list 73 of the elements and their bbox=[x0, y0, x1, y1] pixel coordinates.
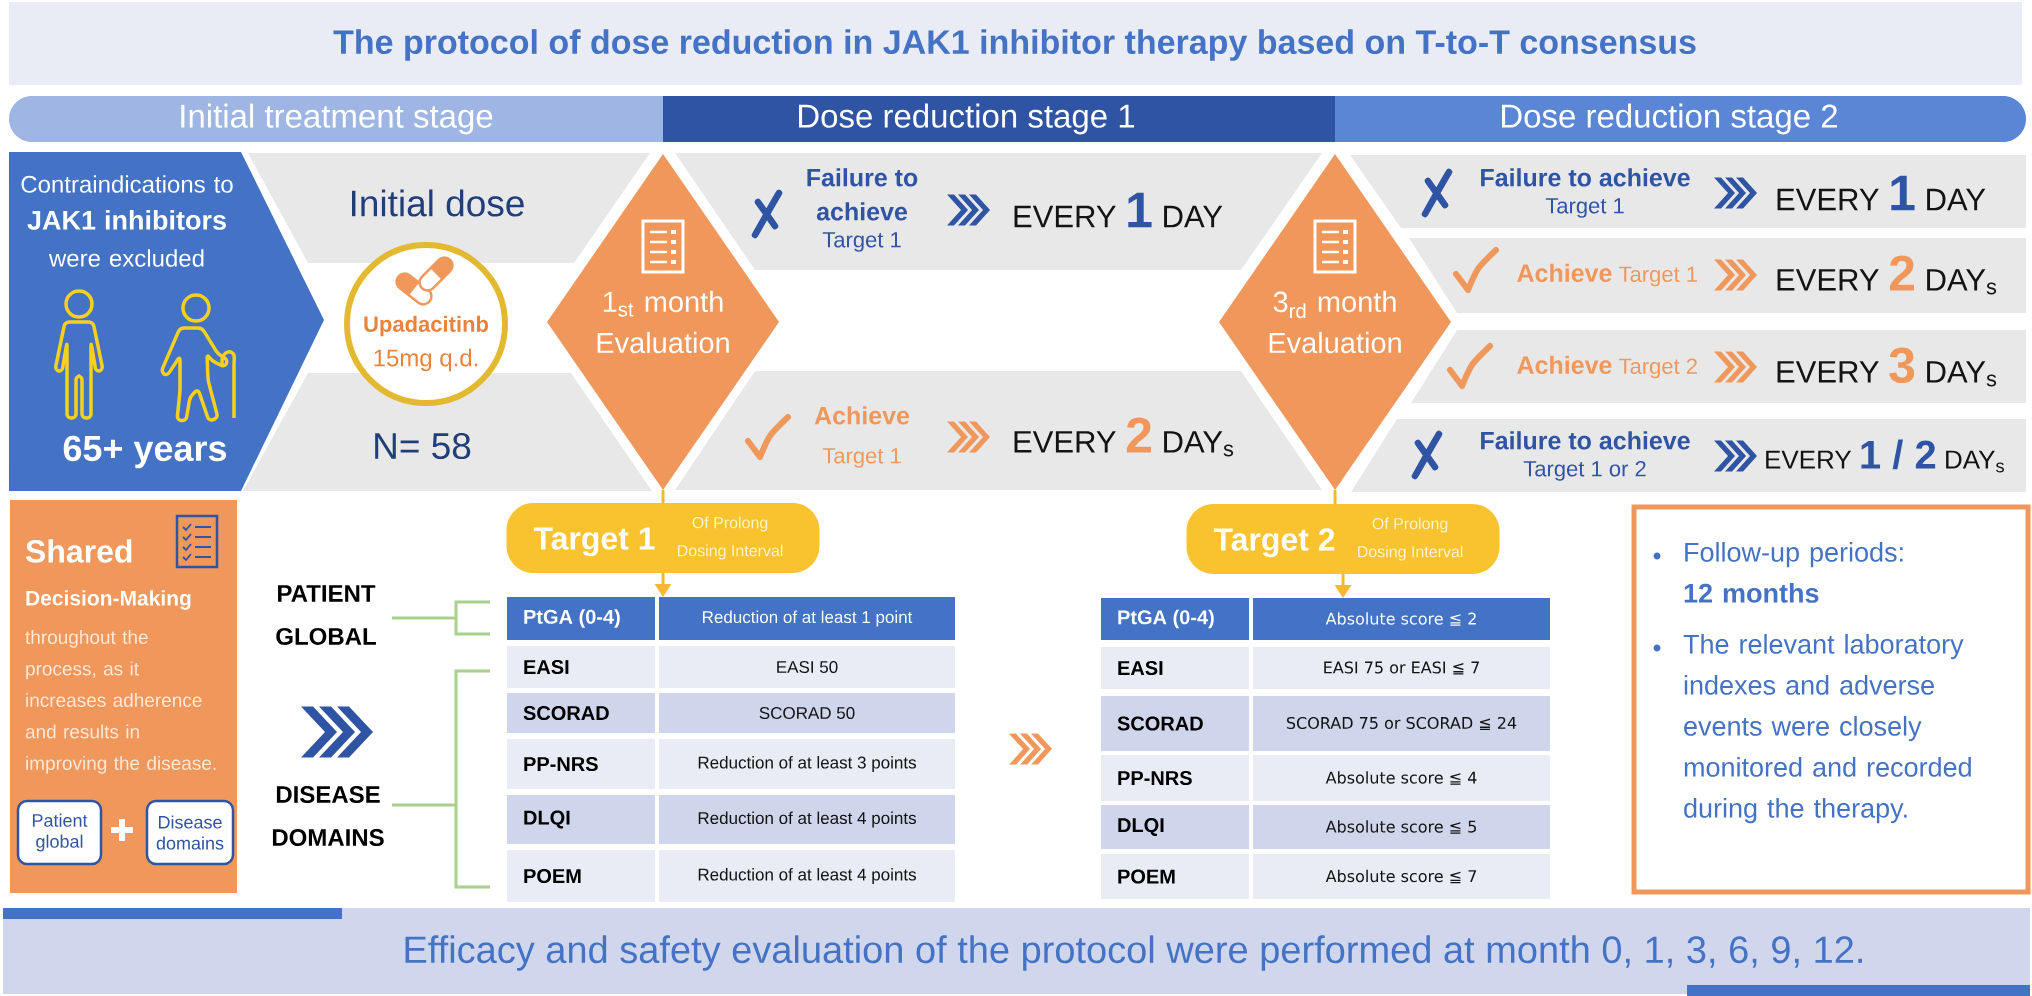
stage-bar: Dose reduction stage 2 bbox=[1335, 96, 2026, 142]
table-cell: SCORAD 75 or SCORAD ≦ 24 bbox=[1253, 696, 1550, 751]
condition-text: Achieve Target 1 bbox=[1517, 263, 1697, 287]
table-cell: EASI 50 bbox=[659, 646, 955, 688]
footer-band: Efficacy and safety evaluation of the protocol were performed at month 0, 1, 3, 6, 9, 12. bbox=[3, 908, 2030, 994]
table-cell: Reduction of at least 4 points bbox=[659, 795, 955, 844]
panel-subheading: Decision-Making bbox=[26, 590, 191, 610]
condition-text: Achieve Target 1 bbox=[814, 406, 910, 468]
table-cell: Reduction of at least 4 points bbox=[659, 850, 955, 902]
side-label: DISEASE DOMAINS bbox=[272, 786, 384, 846]
dose-label: 15mg q.d. bbox=[374, 348, 478, 372]
target-pill: Target 1 Of Prolong Dosing Interval bbox=[506, 503, 820, 573]
table-cell: SCORAD bbox=[507, 693, 655, 733]
band bbox=[1409, 238, 2026, 313]
table-header-cell: PtGA (0-4) bbox=[1101, 598, 1249, 640]
condition-text: Failure to achieve Target 1 bbox=[807, 168, 918, 252]
band bbox=[1350, 155, 2026, 228]
band bbox=[675, 371, 1322, 490]
panel-text: throughout the process, as it increases adherence and results in improving the disease. bbox=[25, 630, 216, 774]
table-cell: SCORAD bbox=[1101, 696, 1249, 751]
band bbox=[675, 153, 1322, 270]
title-band: The protocol of dose reduction in JAK1 inhibitor therapy based on T-to-T consensus bbox=[9, 2, 2023, 85]
interval-text: EVERY 2 DAY$_{s}$ bbox=[1777, 255, 1997, 295]
chevron-arrow bbox=[1713, 351, 1757, 383]
condition-text: Failure to achieve Target 1 bbox=[1481, 168, 1690, 218]
condition-text: Achieve Target 2 bbox=[1517, 355, 1697, 379]
table-cell: Absolute score ≦ 4 bbox=[1253, 755, 1550, 801]
stage-bar: Dose reduction stage 1 bbox=[663, 96, 1335, 142]
table-cell: DLQI bbox=[507, 795, 655, 844]
interval-text: EVERY 1 DAY bbox=[1014, 192, 1223, 228]
bullet-text: Follow-up periods: 12 months bbox=[1684, 542, 1903, 603]
table-cell: POEM bbox=[507, 850, 655, 902]
chevron-arrow bbox=[1713, 259, 1757, 291]
table-header-cell: Reduction of at least 1 point bbox=[659, 597, 955, 640]
table-cell: Absolute score ≦ 5 bbox=[1253, 805, 1550, 849]
table-cell: PP-NRS bbox=[1101, 755, 1249, 801]
target-pill: Target 2 Of Prolong Dosing Interval bbox=[1186, 504, 1500, 574]
table-cell: SCORAD 50 bbox=[659, 693, 955, 733]
condition-text: Failure to achieve Target 1 or 2 bbox=[1481, 431, 1690, 481]
connector-line bbox=[1333, 490, 1337, 504]
interval-text: EVERY 2 DAY$_{s}$ bbox=[1014, 417, 1234, 457]
table-cell: EASI bbox=[1101, 647, 1249, 689]
band bbox=[1351, 419, 2026, 492]
chevron-arrow bbox=[946, 194, 990, 226]
table-cell: EASI bbox=[507, 646, 655, 688]
panel-text: Contraindications to JAK1 inhibitors were excluded bbox=[21, 175, 233, 267]
interval-text: EVERY 3 DAY$_{s}$ bbox=[1777, 347, 1997, 387]
age-label: 65+ years bbox=[63, 435, 227, 469]
table-cell: Reduction of at least 3 points bbox=[659, 739, 955, 789]
table-cell: Absolute score ≦ 7 bbox=[1253, 854, 1550, 899]
table-cell: POEM bbox=[1101, 854, 1249, 899]
band: Initial dose bbox=[248, 153, 650, 263]
table-cell: DLQI bbox=[1101, 805, 1249, 849]
side-label: PATIENT GLOBAL bbox=[276, 585, 376, 645]
bullet-text: The relevant laboratory indexes and adverse events were closely monitored and recorded during the therapy. bbox=[1683, 634, 1971, 824]
panel-heading: Shared bbox=[25, 539, 132, 563]
chevron-arrow bbox=[1713, 440, 1757, 472]
interval-text: EVERY 1 DAY bbox=[1777, 175, 1986, 211]
tag-box: Patient global bbox=[16, 799, 103, 866]
chevron-arrow bbox=[1713, 177, 1757, 209]
table-header-cell: Absolute score ≦ 2 bbox=[1253, 598, 1550, 640]
drug-name: Upadacitinb bbox=[364, 315, 489, 337]
table-cell: PP-NRS bbox=[507, 739, 655, 789]
table-header-cell: PtGA (0-4) bbox=[507, 597, 655, 640]
tag-box: Disease domains bbox=[145, 799, 235, 866]
chevron-arrow bbox=[1008, 733, 1052, 765]
table-cell: EASI 75 or EASI ≦ 7 bbox=[1253, 647, 1550, 689]
band: N= 58 bbox=[243, 373, 652, 491]
band bbox=[1411, 330, 2026, 403]
interval-text: EVERY 1 / 2 DAY$_{s}$ bbox=[1766, 439, 2004, 473]
chevron-arrow bbox=[946, 421, 990, 453]
connector-line bbox=[661, 490, 665, 503]
stage-bar: Initial treatment stage bbox=[9, 96, 663, 142]
